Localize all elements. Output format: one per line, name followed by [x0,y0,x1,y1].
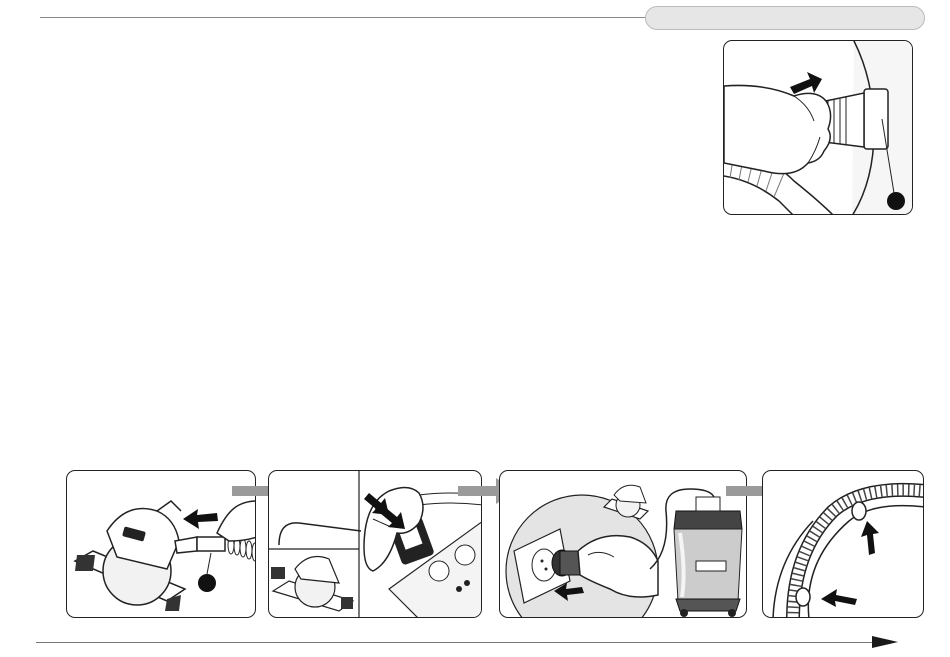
push-arrow-icon [821,589,857,607]
plug-tool-illustration [269,471,482,618]
circular-saw-icon [75,501,185,611]
section-header-pill [645,6,925,30]
push-arrow-icon [861,521,879,555]
saw-icon [271,557,353,611]
callout-dot-icon [198,574,216,592]
figure-connect-hose-detail [723,40,913,215]
inlet-flange [864,89,888,149]
hand-icon [724,85,831,173]
figure-step-plug-vacuum-into-wall [499,470,747,618]
attach-hose-illustration [67,471,256,618]
fasten-cable-illustration [763,471,924,618]
hand-icon [217,501,256,541]
figure-step-fasten-cable-to-hose [762,470,924,618]
next-page-arrow-icon[interactable] [872,636,898,648]
footer-rule [36,642,876,643]
figure-step-plug-tool-into-vacuum [268,470,482,618]
header-rule [40,17,650,18]
plug-vacuum-illustration [500,471,747,618]
push-arrow-icon [790,72,822,94]
figure-step-attach-hose-to-saw [66,470,256,618]
vacuum-cleaner-icon [674,497,742,617]
connect-hose-illustration [724,41,913,215]
push-arrow-icon [183,509,218,529]
callout-dot-icon [887,192,905,210]
